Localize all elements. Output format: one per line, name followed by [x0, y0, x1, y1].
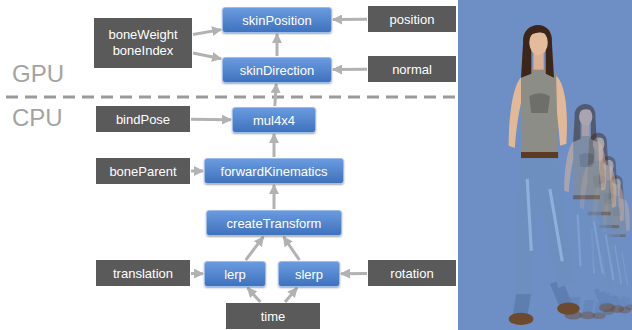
process-box: slerp — [278, 261, 340, 287]
node-text: slerp — [295, 267, 323, 283]
text-stack: translation — [113, 264, 173, 282]
flow-arrow — [191, 170, 203, 173]
process-box: createTransform — [206, 210, 342, 236]
node-text: normal — [392, 62, 432, 78]
flow-arrow — [333, 18, 367, 21]
text-stack: mul4x4 — [253, 111, 295, 129]
text-stack: bindPose — [116, 110, 170, 128]
text-stack: time — [261, 307, 286, 325]
node-text: rotation — [390, 266, 433, 282]
region-label: GPU — [12, 60, 64, 88]
input-box: boneWeight boneIndex — [94, 18, 192, 68]
node-text: mul4x4 — [253, 113, 295, 129]
node-text: skinPosition — [242, 13, 311, 29]
input-box: normal — [368, 56, 456, 82]
text-stack: lerp — [224, 265, 246, 283]
flow-arrow — [275, 84, 276, 106]
input-box: translation — [96, 260, 190, 286]
node-text: translation — [113, 266, 173, 282]
region-label: CPU — [12, 104, 63, 132]
node-text: forwardKinematics — [221, 164, 328, 180]
flow-arrow — [341, 272, 367, 275]
process-box: forwardKinematics — [204, 158, 344, 184]
flow-arrow — [193, 53, 221, 59]
text-stack: slerp — [295, 265, 323, 283]
flow-arrow — [248, 288, 261, 302]
flow-arrow — [191, 272, 203, 275]
text-stack: rotation — [390, 264, 433, 282]
node-text: bindPose — [116, 112, 170, 128]
input-box: position — [368, 6, 456, 32]
node-text: createTransform — [227, 216, 322, 232]
flow-arrow — [273, 185, 276, 209]
text-stack: forwardKinematics — [221, 162, 328, 180]
text-stack: skinPosition — [242, 11, 311, 29]
input-box: bindPose — [96, 106, 190, 132]
flow-arrow — [276, 34, 279, 56]
node-text: position — [390, 12, 435, 28]
node-text: time — [261, 309, 286, 325]
text-stack: boneParent — [109, 162, 176, 180]
text-stack: createTransform — [227, 214, 322, 232]
flow-arrow — [285, 288, 297, 302]
text-stack: skinDirection — [240, 61, 314, 79]
text-stack: boneWeight boneIndex — [101, 27, 185, 59]
flow-arrow — [284, 237, 300, 260]
node-text: skinDirection — [240, 63, 314, 79]
process-box: mul4x4 — [232, 107, 316, 133]
flow-arrow — [333, 68, 367, 71]
flow-arrow — [193, 30, 221, 35]
process-box: lerp — [204, 261, 266, 287]
input-box: rotation — [368, 260, 456, 286]
node-text: boneWeight boneIndex — [101, 27, 185, 59]
process-box: skinPosition — [222, 7, 332, 33]
node-text: boneParent — [109, 164, 176, 180]
flow-arrow — [273, 134, 276, 157]
input-box: boneParent — [96, 158, 190, 184]
node-text: lerp — [224, 267, 246, 283]
text-stack: position — [390, 10, 435, 28]
process-box: skinDirection — [222, 57, 332, 83]
flow-arrow — [246, 237, 264, 260]
flow-arrow — [191, 118, 231, 121]
text-stack: normal — [392, 60, 432, 78]
input-box: time — [226, 303, 320, 329]
